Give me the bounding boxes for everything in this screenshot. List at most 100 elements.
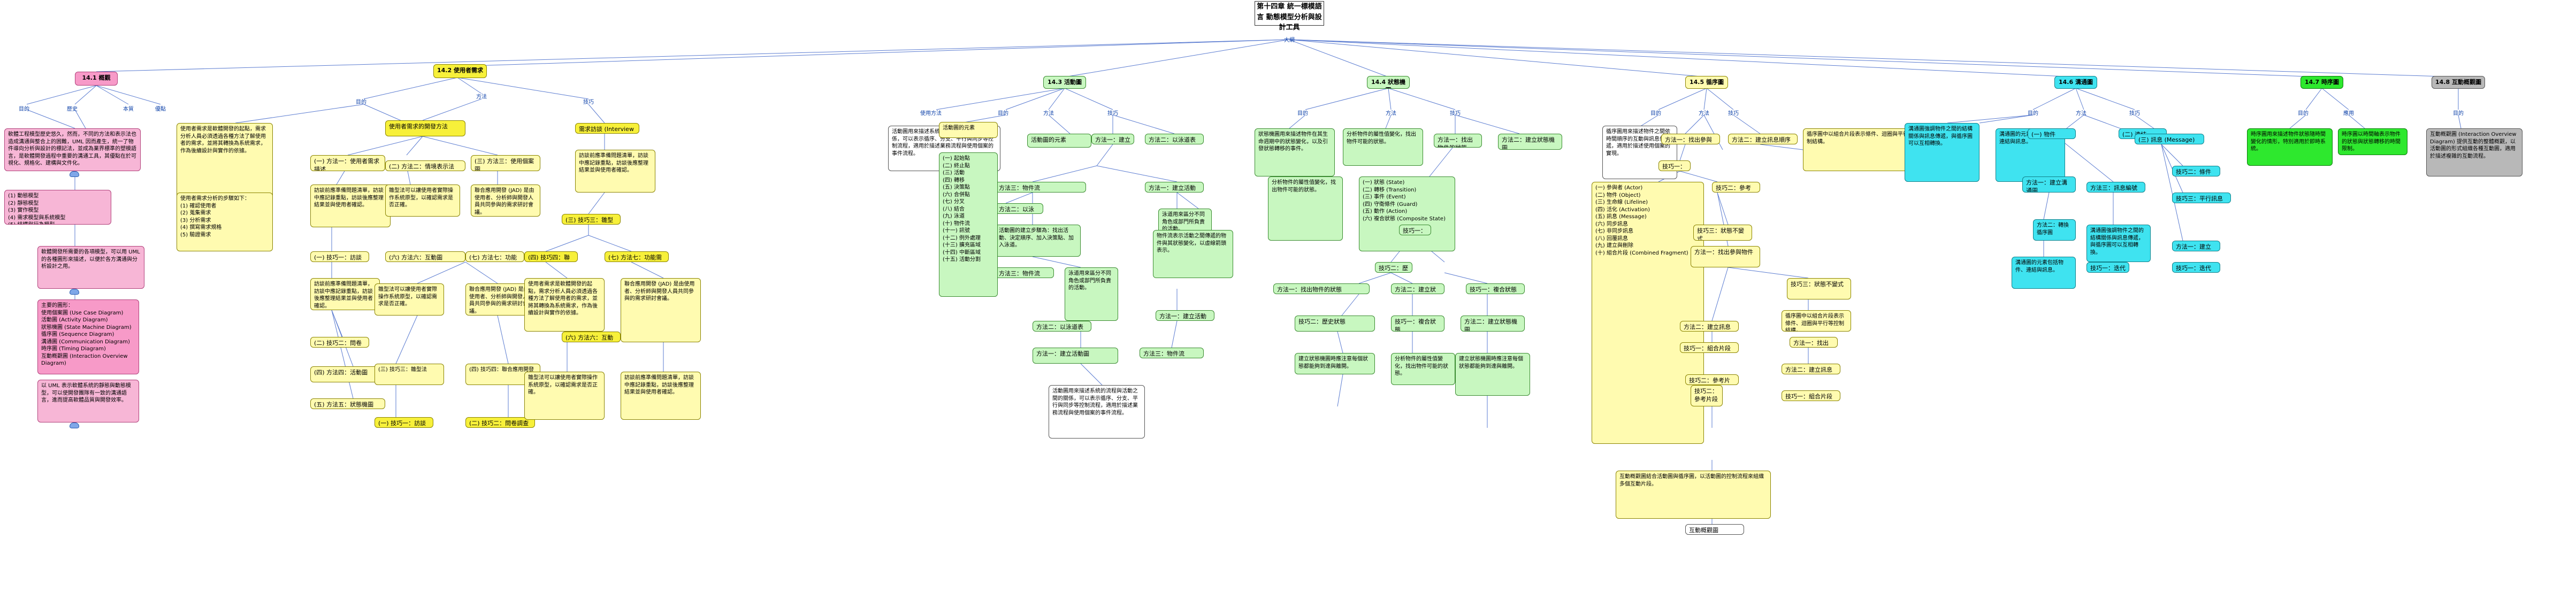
b145-label-purpose: 目的 [1650,111,1661,117]
b142-tech4b[interactable]: (四) 技巧四：聯合應用開發 [524,251,578,262]
b142-tech1c[interactable]: (一) 技巧一：訪談與觀察 [374,417,433,428]
b146-t1[interactable]: 技巧一：迭代 [2086,262,2129,273]
b142-tech3[interactable]: (三) 技巧三：雛型法 [374,364,444,385]
b145-m2b[interactable]: 方法二：建立訊息順序 [1680,321,1739,332]
b145-t1[interactable]: 技巧一：組合片段 [1658,160,1691,171]
b143-def[interactable]: 活動圖的元素 [1027,134,1091,148]
b144-intro: 狀態機圖用來描述物件在其生命週期中的狀態變化，以及引發狀態轉移的事件。 [1255,128,1335,176]
b143-s2[interactable]: 方法二：以泳道表示責任 [1145,134,1204,144]
b144-t1b[interactable]: 技巧一：複合狀態 [1466,283,1525,294]
b144-elements: (一) 狀態 (State) (二) 轉移 (Transition) (三) 事… [1359,176,1455,251]
b143-s3b[interactable]: 方法三：物件流 [995,267,1054,278]
branch-14-4-title[interactable]: 14.4 狀態機圖 [1367,76,1410,89]
b142-m5[interactable]: (五) 方法五：狀態機圖 [310,398,385,409]
b145-m1[interactable]: 方法一：找出參與物件 [1661,134,1720,144]
b144-m2c[interactable]: 方法二：建立狀態機圖 [1461,316,1525,332]
b143-s1d[interactable]: 方法一：建立活動圖 [1033,348,1118,364]
b144-m2b[interactable]: 方法二：建立狀態機圖 [1391,283,1444,294]
b144-t1c[interactable]: 技巧一：複合狀態 [1391,316,1444,332]
branch-14-7-title[interactable]: 14.7 時序圖 [2300,76,2343,89]
b142-m4[interactable]: (四) 方法四：活動圖 [310,366,380,382]
b148-label-purpose: 目的 [2453,111,2464,117]
b146-m1b[interactable]: 方法一：建立溝通圖 [2172,241,2220,251]
b144-t2[interactable]: 技巧二：歷史狀態 [1375,262,1412,273]
b143-s1[interactable]: 方法一：建立活動圖 [1091,134,1134,144]
b144-n3: 分析物件的屬性值變化，找出物件可能的狀態。 [1391,353,1455,385]
b144-m2[interactable]: 方法二：建立狀態機圖 [1498,134,1562,150]
b143-symbols-part: 泳道用來區分不同角色或部門所負責的活動。 [1065,267,1118,321]
b145-t2[interactable]: 技巧二：參考片段 [1712,182,1760,193]
b143-symbols: (一) 起始點 (二) 終止點 (三) 活動 (四) 轉移 (五) 決策點 (六… [939,152,998,297]
b142-tech3b[interactable]: (三) 技巧三：雛型法 [562,214,621,225]
b143-label-purpose: 目的 [998,111,1008,117]
b142-note1b: 訪談前應準備問題清單，訪談中應記錄重點，訪談後應整理結果並與使用者確認。 [310,278,380,310]
b141-label-purpose: 目的 [19,106,29,112]
b142-m1[interactable]: (一) 方法一：使用者需求描述 以文字描述使用者需求 [310,155,385,171]
b145-m1b[interactable]: 方法一：找出參與物件 [1691,246,1760,267]
b142-steps: 使用者需求分析的步驟如下： (1) 確認使用者 (2) 蒐集需求 (3) 分析需… [177,193,273,251]
b142-tech2c[interactable]: (二) 技巧二：問卷調查 [465,417,535,428]
b142-tech1[interactable]: (一) 技巧一：訪談與觀察 [310,251,369,262]
branch-14-3-title[interactable]: 14.3 活動圖 [1043,76,1086,89]
b142-m2[interactable]: (二) 方法二：情境表示法 [385,160,465,171]
b143-s1b[interactable]: 方法一：建立活動圖 [1145,182,1204,193]
branch-14-5-title[interactable]: 14.5 循序圖 [1685,76,1728,89]
b143-s3c[interactable]: 方法三：物件流 [1140,348,1204,358]
b145-m2c[interactable]: 方法二：建立訊息順序 [1782,364,1840,374]
b145-t1c[interactable]: 技巧一：組合片段 [1782,390,1840,401]
b145-m2[interactable]: 方法二：建立訊息順序 [1728,134,1798,144]
b143-n1: 活動圖的建立步驟為：找出活動、決定順序、加入決策點、加入泳道。 [995,225,1081,257]
b145-elements: (一) 參與者 (Actor) (二) 物件 (Object) (三) 生命線 … [1592,182,1704,444]
b144-t2b[interactable]: 技巧二：歷史狀態 [1295,316,1375,332]
b142-m7b[interactable]: (七) 方法七：功能需求規格 [605,251,669,262]
b147-n1: 時序圖以時間軸表示物件的狀態與狀態轉移的時間限制。 [2338,128,2407,155]
b144-m1[interactable]: 方法一：找出物件的狀態 [1434,134,1482,148]
b146-m1[interactable]: 方法一：建立溝通圖 [2022,176,2076,193]
b142-sub2[interactable]: 需求訪談 (Interview Analysis) [575,123,639,134]
b144-m1b[interactable]: 方法一：找出物件的狀態 [1273,283,1370,294]
b142-note-long2: 聯合應用開發 (JAD) 是由使用者、分析師與開發人員共同參與的需求研討會議。 [621,278,701,342]
b142-note3: 聯合應用開發 (JAD) 是由使用者、分析師與開發人員共同參與的需求研討會議。 [471,184,540,217]
b145-m1c[interactable]: 方法一：找出參與物件 [1790,337,1838,348]
b143-s1c[interactable]: 方法一：建立活動圖 [1156,310,1214,321]
b146-tag1[interactable]: (一) 物件 (Object) [2028,128,2076,139]
b143-s2c[interactable]: 方法二：以泳道表示責任 [1033,321,1091,332]
branch-14-8-title[interactable]: 14.8 互動概觀圖 [2432,76,2485,89]
b142-m7[interactable]: (七) 方法七：功能需求規格 [465,251,524,262]
b145-t2c[interactable]: 技巧二：參考片段 [1691,385,1723,406]
b143-s2b[interactable]: 方法二：以泳道表示責任 [995,203,1043,214]
b146-tag3[interactable]: (三) 訊息 (Message) [2135,134,2204,144]
b142-sub1[interactable]: 使用者需求的開發方法 [385,120,465,136]
b143-label-method: 方法 [1043,111,1054,117]
b142-m6b[interactable]: (六) 方法六：互動圖 [562,332,621,342]
branch-14-1-title[interactable]: 14.1 概觀 [75,72,118,86]
b145-tail[interactable]: 互動概觀圖 [1685,524,1744,535]
b147-label-application: 應用 [2343,111,2354,117]
b143-s3[interactable]: 方法三：物件流 [995,182,1086,193]
diagram-title: 第十四章 統一標模語言 動態模型分析與設計工具 [1255,1,1324,32]
b145-t2b[interactable]: 技巧二：參考片段 [1685,374,1739,385]
b146-m2[interactable]: 方法二：轉換循序圖 [2033,219,2076,241]
b145-t3[interactable]: 技巧三：狀態不變式 [1693,225,1752,241]
b142-note-b3: 雛型法可以讓使用者實際操作系統原型，以確認需求是否正確。 [524,372,605,420]
b142-label-method: 方法 [476,94,487,100]
b146-m3[interactable]: 方法三：訊息編號 [2086,182,2145,193]
b144-intro2: 分析物件的屬性值變化，找出物件可能的狀態。 [1343,128,1423,166]
b146-t3[interactable]: 技巧三：平行訊息 [2172,193,2231,203]
b144-t1[interactable]: 技巧一：複合狀態 [1399,225,1431,235]
b146-t1b[interactable]: 技巧一：迭代 [2172,262,2220,273]
branch-14-2-title[interactable]: 14.2 使用者需求 [433,64,487,78]
b145-t3b[interactable]: 技巧三：狀態不變式 [1787,278,1851,299]
b148-intro: 互動概觀圖 (Interaction Overview Diagram) 提供互… [2426,128,2523,176]
b146-t2[interactable]: 技巧二：條件訊息 [2172,166,2220,176]
b143-sub-purpose[interactable]: 活動圖的元素 [939,122,998,138]
b142-note-long: 使用者需求是軟體開發的起點，需求分析人員必須透過各種方法了解使用者的需求，並將其… [524,278,605,332]
b142-m3[interactable]: (三) 方法三：使用個案圖 [471,155,540,171]
b141-p2: 軟體開發所需要的各項模型，可以用 UML 的各種圖形來描述，以便於各方溝通與分析… [37,246,144,289]
b142-label-technique: 技巧 [583,99,594,105]
branch-14-6-title[interactable]: 14.6 溝通圖 [2054,76,2097,89]
cloud-icon [70,422,79,428]
b142-tech2[interactable]: (二) 技巧二：問卷調查 [310,337,369,348]
b142-m6[interactable]: (六) 方法六：互動圖 [385,251,465,262]
b145-t1b[interactable]: 技巧一：組合片段 [1680,342,1739,353]
